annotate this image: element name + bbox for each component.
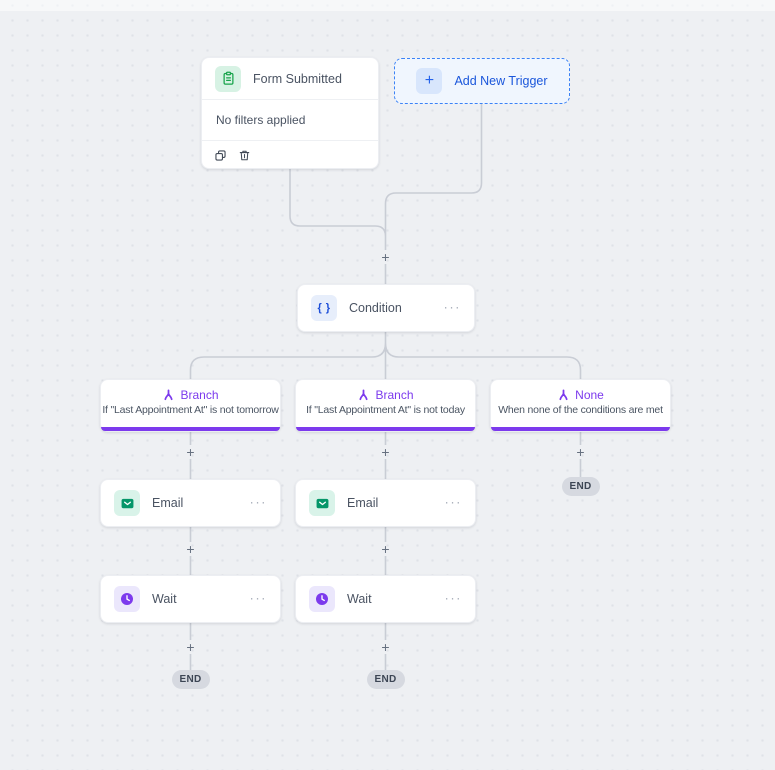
condition-node[interactable]: { } Condition ···: [297, 284, 475, 332]
branch-condition-text: When none of the conditions are met: [498, 404, 663, 416]
add-step-icon[interactable]: +: [381, 249, 390, 265]
branch-fork-icon: [164, 389, 174, 400]
wait-node-1[interactable]: Wait ···: [100, 575, 281, 623]
email-icon: [309, 490, 335, 516]
email-title: Email: [347, 496, 379, 510]
add-step-icon[interactable]: +: [186, 541, 195, 557]
branch-condition-text: If "Last Appointment At" is not today: [306, 404, 465, 416]
branch-fork-icon: [359, 389, 369, 400]
email-icon: [114, 490, 140, 516]
branch-node-2[interactable]: Branch If "Last Appointment At" is not t…: [295, 379, 476, 432]
end-badge: END: [171, 670, 210, 689]
wait-node-2[interactable]: Wait ···: [295, 575, 476, 623]
end-badge: END: [366, 670, 405, 689]
wait-title: Wait: [347, 592, 372, 606]
more-menu-icon[interactable]: ···: [444, 494, 462, 510]
trash-icon[interactable]: [238, 149, 251, 162]
trigger-filters-text: No filters applied: [202, 100, 378, 141]
more-menu-icon[interactable]: ···: [249, 590, 267, 606]
add-step-icon[interactable]: +: [381, 541, 390, 557]
more-menu-icon[interactable]: ···: [249, 494, 267, 510]
clock-icon: [309, 586, 335, 612]
more-menu-icon[interactable]: ···: [443, 299, 461, 315]
add-step-icon[interactable]: +: [186, 639, 195, 655]
branch-node-1[interactable]: Branch If "Last Appointment At" is not t…: [100, 379, 281, 432]
condition-title: Condition: [349, 301, 402, 315]
trigger-node-header[interactable]: Form Submitted: [202, 58, 378, 100]
branch-label: Branch: [180, 388, 219, 402]
branch-accent-bar: [296, 426, 475, 431]
trigger-node-form-submitted[interactable]: Form Submitted No filters applied: [201, 57, 379, 169]
branch-accent-bar: [491, 426, 670, 431]
more-menu-icon[interactable]: ···: [444, 590, 462, 606]
add-step-icon[interactable]: +: [381, 444, 390, 460]
email-node-2[interactable]: Email ···: [295, 479, 476, 527]
email-title: Email: [152, 496, 184, 510]
copy-icon[interactable]: [214, 149, 227, 162]
branch-node-none[interactable]: None When none of the conditions are met: [490, 379, 671, 432]
email-node-1[interactable]: Email ···: [100, 479, 281, 527]
trigger-title: Form Submitted: [253, 71, 342, 86]
branch-fork-icon: [559, 389, 568, 400]
form-submitted-icon: [215, 65, 241, 92]
branch-label: Branch: [375, 388, 414, 402]
add-new-trigger-button[interactable]: + Add New Trigger: [394, 58, 570, 104]
end-badge: END: [561, 477, 600, 496]
add-step-icon[interactable]: +: [381, 639, 390, 655]
branch-label: None: [575, 388, 604, 402]
add-step-icon[interactable]: +: [186, 444, 195, 460]
plus-icon: +: [416, 68, 443, 94]
add-step-icon[interactable]: +: [576, 444, 585, 460]
clock-icon: [114, 586, 140, 612]
branch-accent-bar: [101, 426, 280, 431]
canvas-top-strip: [0, 0, 775, 11]
add-new-trigger-label: Add New Trigger: [454, 74, 548, 88]
wait-title: Wait: [152, 592, 177, 606]
condition-braces-icon: { }: [311, 295, 337, 321]
branch-condition-text: If "Last Appointment At" is not tomorrow: [102, 404, 279, 416]
